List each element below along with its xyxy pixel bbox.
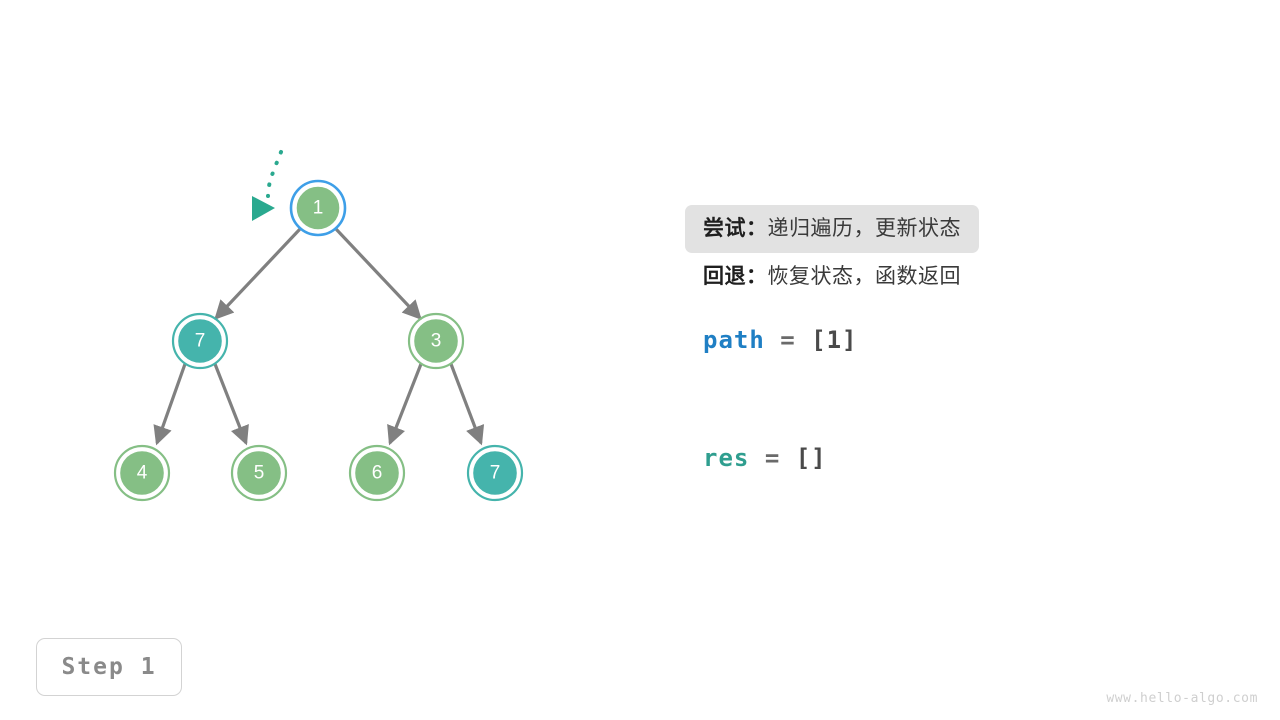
node-ring-1 [289, 179, 347, 237]
tree-node-7-right[interactable]: 7 [466, 444, 524, 502]
node-label-5: 5 [254, 463, 265, 484]
res-variable-line: res = [] [703, 444, 827, 472]
tree-node-1[interactable]: 1 [289, 179, 347, 237]
path-variable-line: path = [1] [703, 326, 858, 354]
node-label-4: 4 [137, 463, 148, 484]
node-ring-3 [407, 312, 465, 370]
edge-3-7b [449, 363, 485, 446]
node-circle-7-right [470, 448, 520, 498]
tree-node-6[interactable]: 6 [348, 444, 406, 502]
tree-node-5[interactable]: 5 [230, 444, 288, 502]
node-label-6: 6 [372, 463, 383, 484]
edge-1-3 [334, 227, 422, 320]
node-ring-4 [113, 444, 171, 502]
pointer-arrowhead-icon [252, 196, 275, 221]
back-note-text: 恢复状态，函数返回 [767, 265, 961, 289]
path-variable-value: [1] [811, 326, 858, 354]
node-label-3: 3 [431, 331, 442, 352]
binary-tree-diagram: 1 7 3 4 5 6 7 [113, 150, 524, 502]
back-note: 回退：恢复状态，函数返回 [685, 253, 979, 301]
path-equals-sign: = [780, 326, 796, 354]
edge-7-5 [213, 363, 249, 446]
watermark: www.hello-algo.com [1106, 691, 1258, 706]
back-note-label: 回退： [703, 265, 768, 289]
tree-edges [153, 227, 485, 446]
try-note-label: 尝试： [703, 217, 768, 240]
edge-1-7 [214, 227, 302, 320]
node-label-7-right: 7 [490, 463, 501, 484]
tree-node-7-left[interactable]: 7 [171, 312, 229, 370]
node-ring-5 [230, 444, 288, 502]
node-label-1: 1 [313, 198, 324, 219]
node-label-7-left: 7 [195, 331, 206, 352]
info-panel: 尝试：递归遍历，更新状态 回退：恢复状态，函数返回 [685, 205, 1205, 302]
node-circle-7-left [175, 316, 225, 366]
node-circle-1 [294, 184, 342, 232]
path-variable-name: path [703, 326, 765, 354]
res-variable-name: res [703, 444, 750, 472]
node-circle-6 [352, 448, 402, 498]
try-note: 尝试：递归遍历，更新状态 [685, 205, 979, 254]
recursion-pointer [252, 150, 283, 221]
pointer-dotted-curve [266, 150, 283, 198]
node-circle-5 [234, 448, 284, 498]
node-ring-6 [348, 444, 406, 502]
edge-3-6 [387, 363, 423, 446]
node-ring-7-right [466, 444, 524, 502]
node-circle-3 [411, 316, 461, 366]
edge-7-4 [153, 363, 187, 446]
tree-node-4[interactable]: 4 [113, 444, 171, 502]
step-badge: Step 1 [36, 638, 182, 696]
node-ring-7-left [171, 312, 229, 370]
node-circle-4 [117, 448, 167, 498]
res-variable-value: [] [795, 444, 827, 472]
try-note-text: 递归遍历，更新状态 [767, 217, 961, 240]
res-equals-sign: = [764, 444, 781, 472]
tree-node-3[interactable]: 3 [407, 312, 465, 370]
